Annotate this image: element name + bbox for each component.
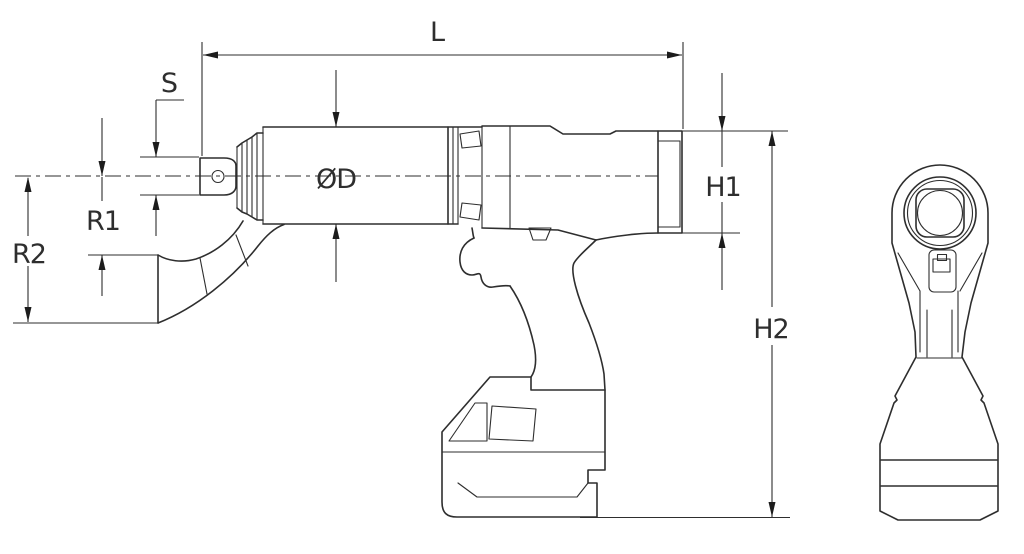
- clamp-wedge-bottom: [459, 202, 482, 221]
- dim-label-H2: H2: [753, 314, 788, 345]
- motor-housing: [481, 125, 683, 241]
- front-outline: [879, 164, 999, 521]
- dimensions: L S R1 R: [12, 17, 790, 519]
- battery-window-right: [488, 405, 537, 442]
- front-view: [879, 164, 999, 521]
- drive-flange: [236, 132, 264, 221]
- side-view: [15, 125, 683, 518]
- gear-head: [157, 220, 285, 324]
- mode-switch: [528, 227, 552, 241]
- battery-pack: [441, 376, 606, 518]
- dim-radius-1: R1: [86, 118, 158, 296]
- dim-height-1: H1: [682, 73, 788, 290]
- trigger: [459, 237, 511, 288]
- front-shoulders: [897, 252, 983, 359]
- dim-radius-2: R2: [12, 177, 158, 324]
- dim-label-S: S: [161, 68, 177, 99]
- square-drive: [199, 157, 237, 196]
- dim-diameter: ØD: [316, 70, 357, 282]
- barrel: [262, 126, 483, 225]
- dim-label-H1: H1: [705, 172, 740, 203]
- dim-label-D: ØD: [316, 164, 356, 195]
- front-latch: [928, 249, 957, 293]
- dim-drive-size: S: [140, 68, 199, 236]
- battery-window-left: [448, 402, 488, 442]
- dim-label-R2: R2: [12, 239, 46, 270]
- grip: [459, 227, 606, 391]
- clamp-wedge-top: [459, 130, 482, 149]
- front-drive-socket: [903, 176, 977, 250]
- dim-length: L: [201, 17, 684, 156]
- dim-label-L: L: [430, 17, 445, 48]
- dim-label-R1: R1: [86, 206, 120, 237]
- front-battery-bands: [880, 459, 998, 487]
- dim-height-2: H2: [580, 131, 790, 519]
- rear-cap: [657, 130, 683, 234]
